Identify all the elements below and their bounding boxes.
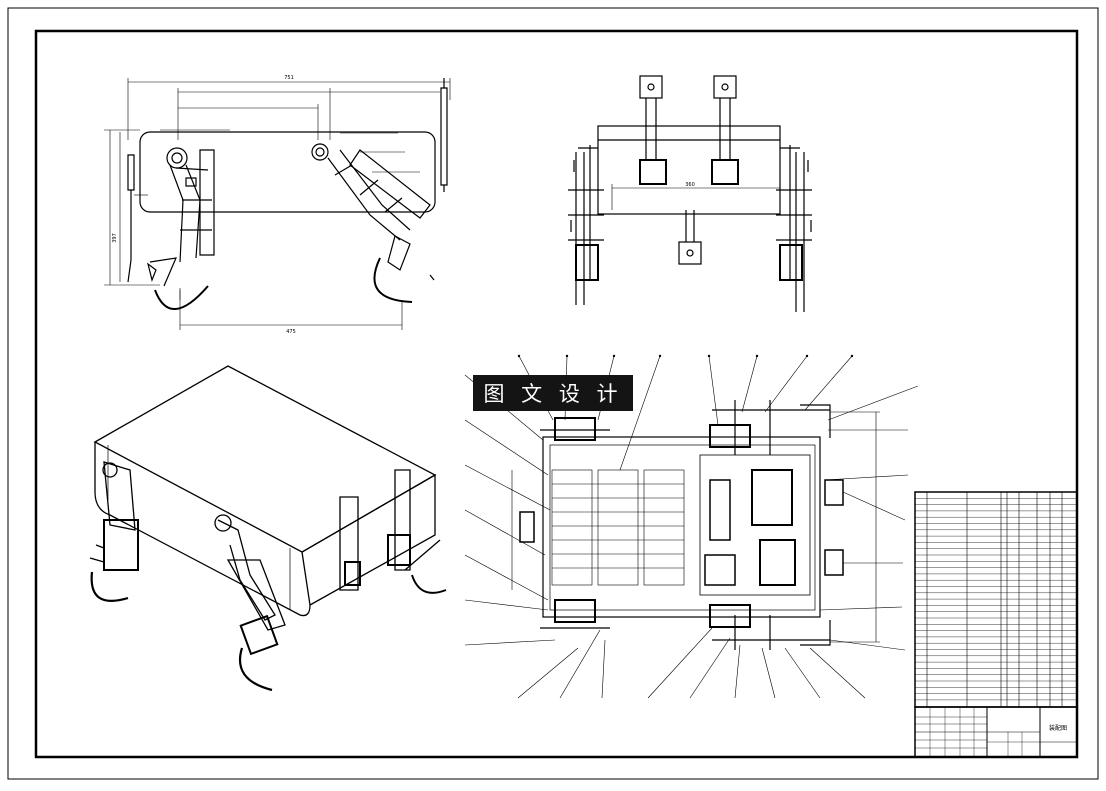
- dim-front-span: 360: [685, 182, 695, 188]
- drawing-frame: [34, 29, 1079, 759]
- dim-overall-height: 397: [112, 233, 118, 243]
- plan-body: [542, 436, 821, 618]
- dim-foot-span: 475: [286, 329, 296, 335]
- dim-overall-width: 751: [284, 75, 294, 81]
- iso-top-face: [93, 365, 437, 553]
- outer-border: [7, 7, 1099, 780]
- parts-list-rows: [915, 498, 1077, 701]
- watermark-text: 图 文 设 计: [483, 382, 623, 406]
- front-body: [597, 125, 781, 215]
- side-body: [139, 131, 436, 213]
- side-elevation: [104, 78, 451, 330]
- front-elevation: [568, 75, 812, 312]
- watermark-badge: 图 文 设 计: [473, 375, 633, 411]
- title-block: [914, 706, 1078, 758]
- drawing-name: 装配图: [1049, 724, 1067, 732]
- plan-view: [464, 354, 919, 699]
- isometric-view: [89, 365, 447, 692]
